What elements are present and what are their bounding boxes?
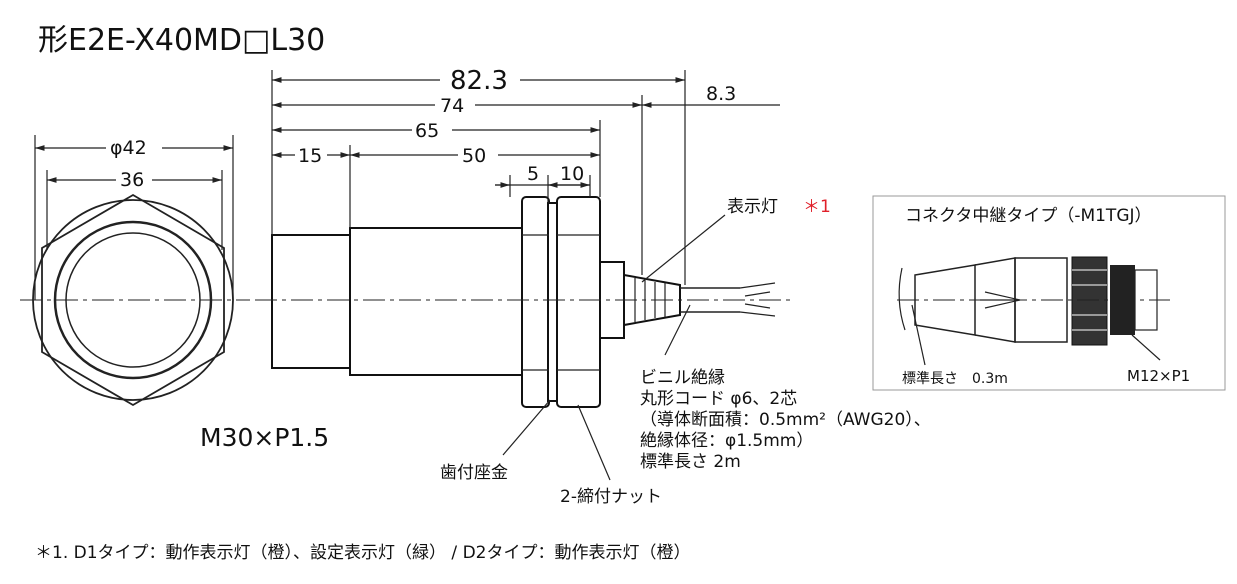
dim-82-3: 82.3 [450,66,508,96]
dim-5: 5 [527,163,539,185]
washer-label: 歯付座金 [440,463,508,483]
dim-8-3: 8.3 [706,83,736,105]
dim-phi42: φ42 [110,137,147,159]
dim-10: 10 [560,163,584,185]
side-view [255,64,795,481]
footnote: ＊1. D1タイプ：動作表示灯（橙）、設定表示灯（緑） / D2タイプ：動作表示… [35,543,690,563]
cable-line: ビニル絶縁 [640,368,725,388]
indicator-note-mark: ＊1 [803,197,831,217]
thread-label: M30×P1.5 [200,423,329,452]
cable-line: （導体断面積：0.5mm²（AWG20）、 [640,410,931,430]
dim-65: 65 [415,120,439,142]
indicator-label: 表示灯 [727,197,778,217]
cable-line: 丸形コード φ6、2芯 [640,389,797,409]
drawing-title: 形E2E-X40MD□L30 [38,23,325,58]
cable-spec: ビニル絶縁 丸形コード φ6、2芯 （導体断面積：0.5mm²（AWG20）、 … [640,368,931,472]
nut-label: 2-締付ナット [560,487,662,507]
dim-74: 74 [440,95,464,117]
dim-36: 36 [120,169,144,191]
cable-line: 絶縁体径：φ1.5mm） [640,431,813,451]
inset-title: コネクタ中継タイプ（-M1TGJ） [905,206,1152,226]
cable-line: 標準長さ 2m [640,452,741,472]
inset-thread-label: M12×P1 [1127,367,1190,385]
inset-length-label: 標準長さ 0.3m [902,371,1008,387]
connector-inset: コネクタ中継タイプ（-M1TGJ） 標準長さ 0.3m M12×P1 [872,195,1226,391]
front-view [20,135,250,407]
dim-50: 50 [462,145,486,167]
dim-15: 15 [298,145,322,167]
